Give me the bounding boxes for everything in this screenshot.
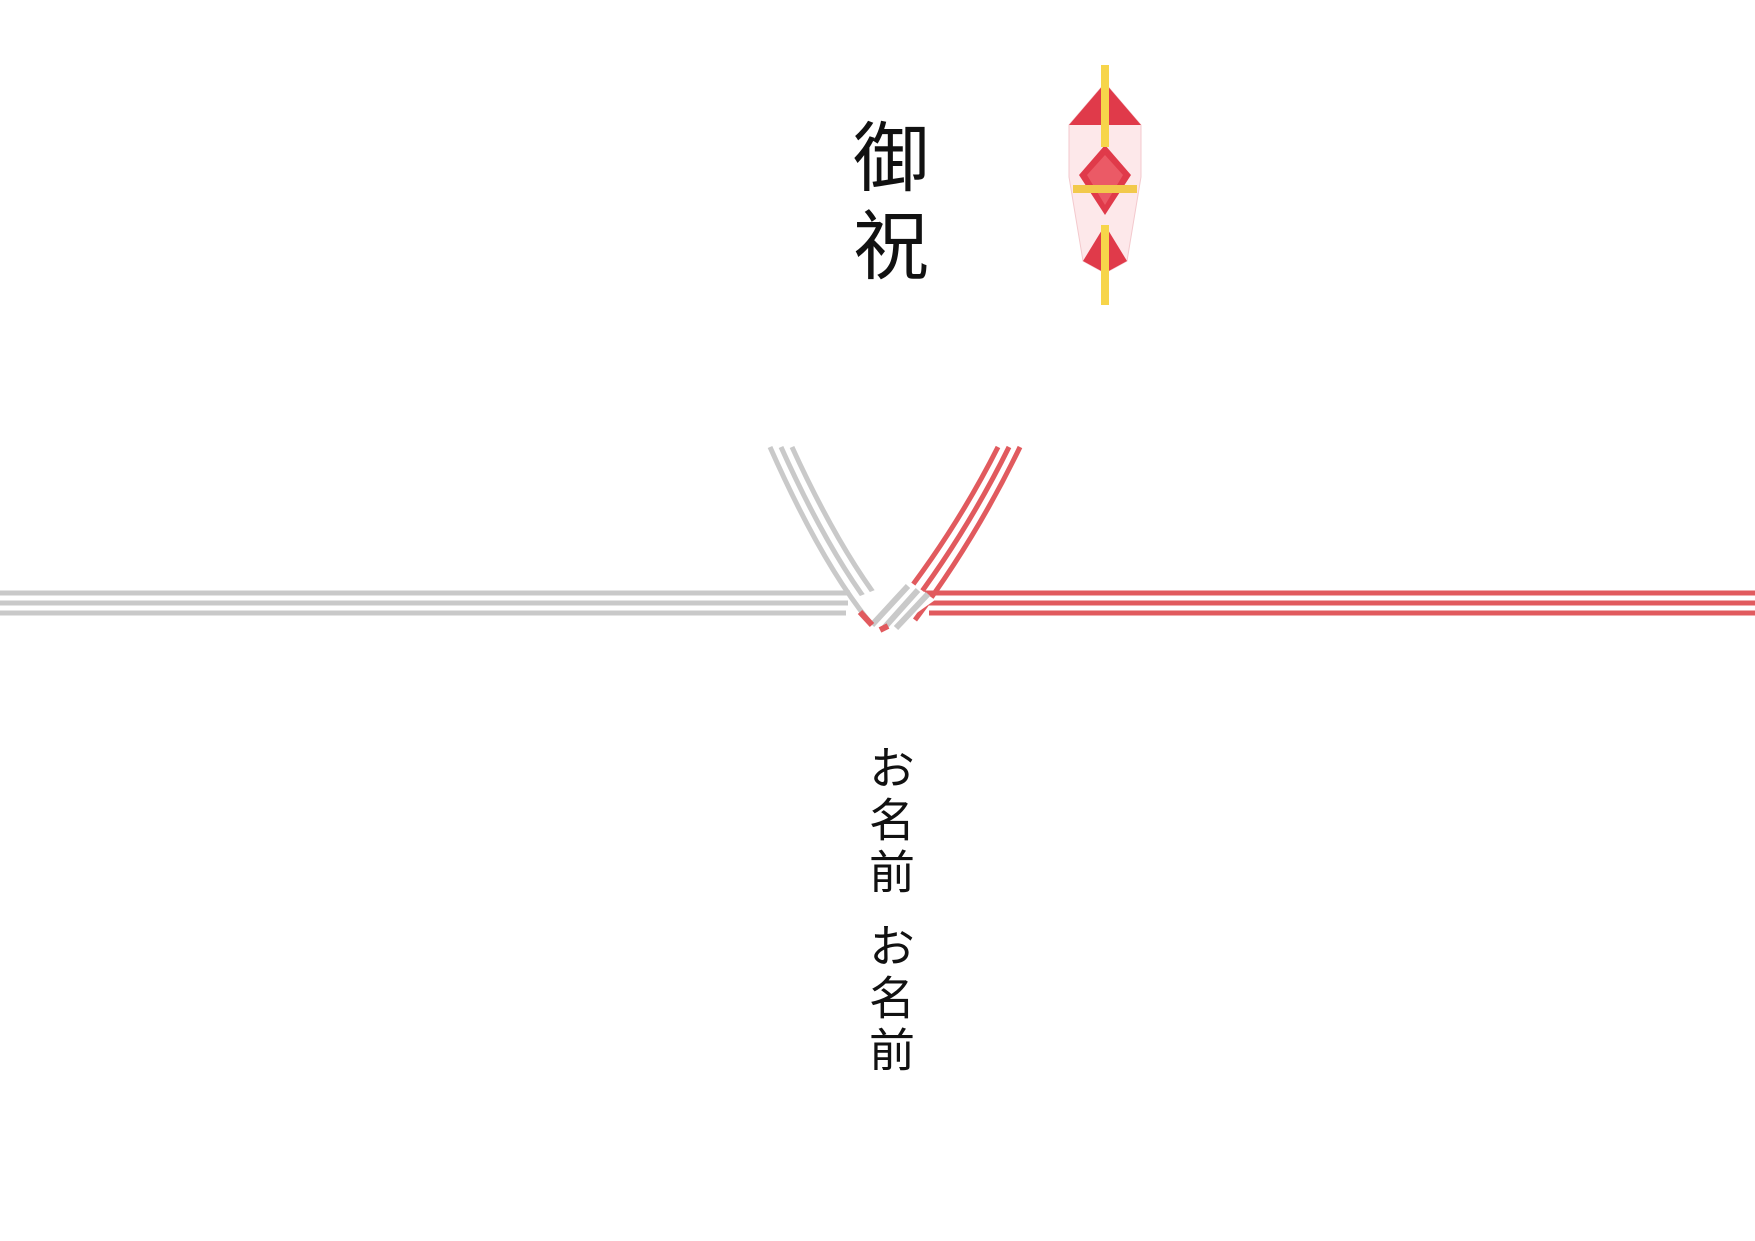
noshi-ornament-icon bbox=[1068, 65, 1142, 305]
mizuhiki-knot-icon bbox=[855, 578, 935, 633]
silver-cord-horizontal bbox=[0, 590, 850, 616]
red-cord-horizontal bbox=[925, 590, 1755, 616]
name-line-2: お名前 bbox=[862, 922, 916, 1078]
name-line-1: お名前 bbox=[862, 744, 916, 900]
noshi-title: 御祝 bbox=[840, 118, 929, 294]
name-column: お名前お名前 bbox=[862, 744, 916, 1078]
